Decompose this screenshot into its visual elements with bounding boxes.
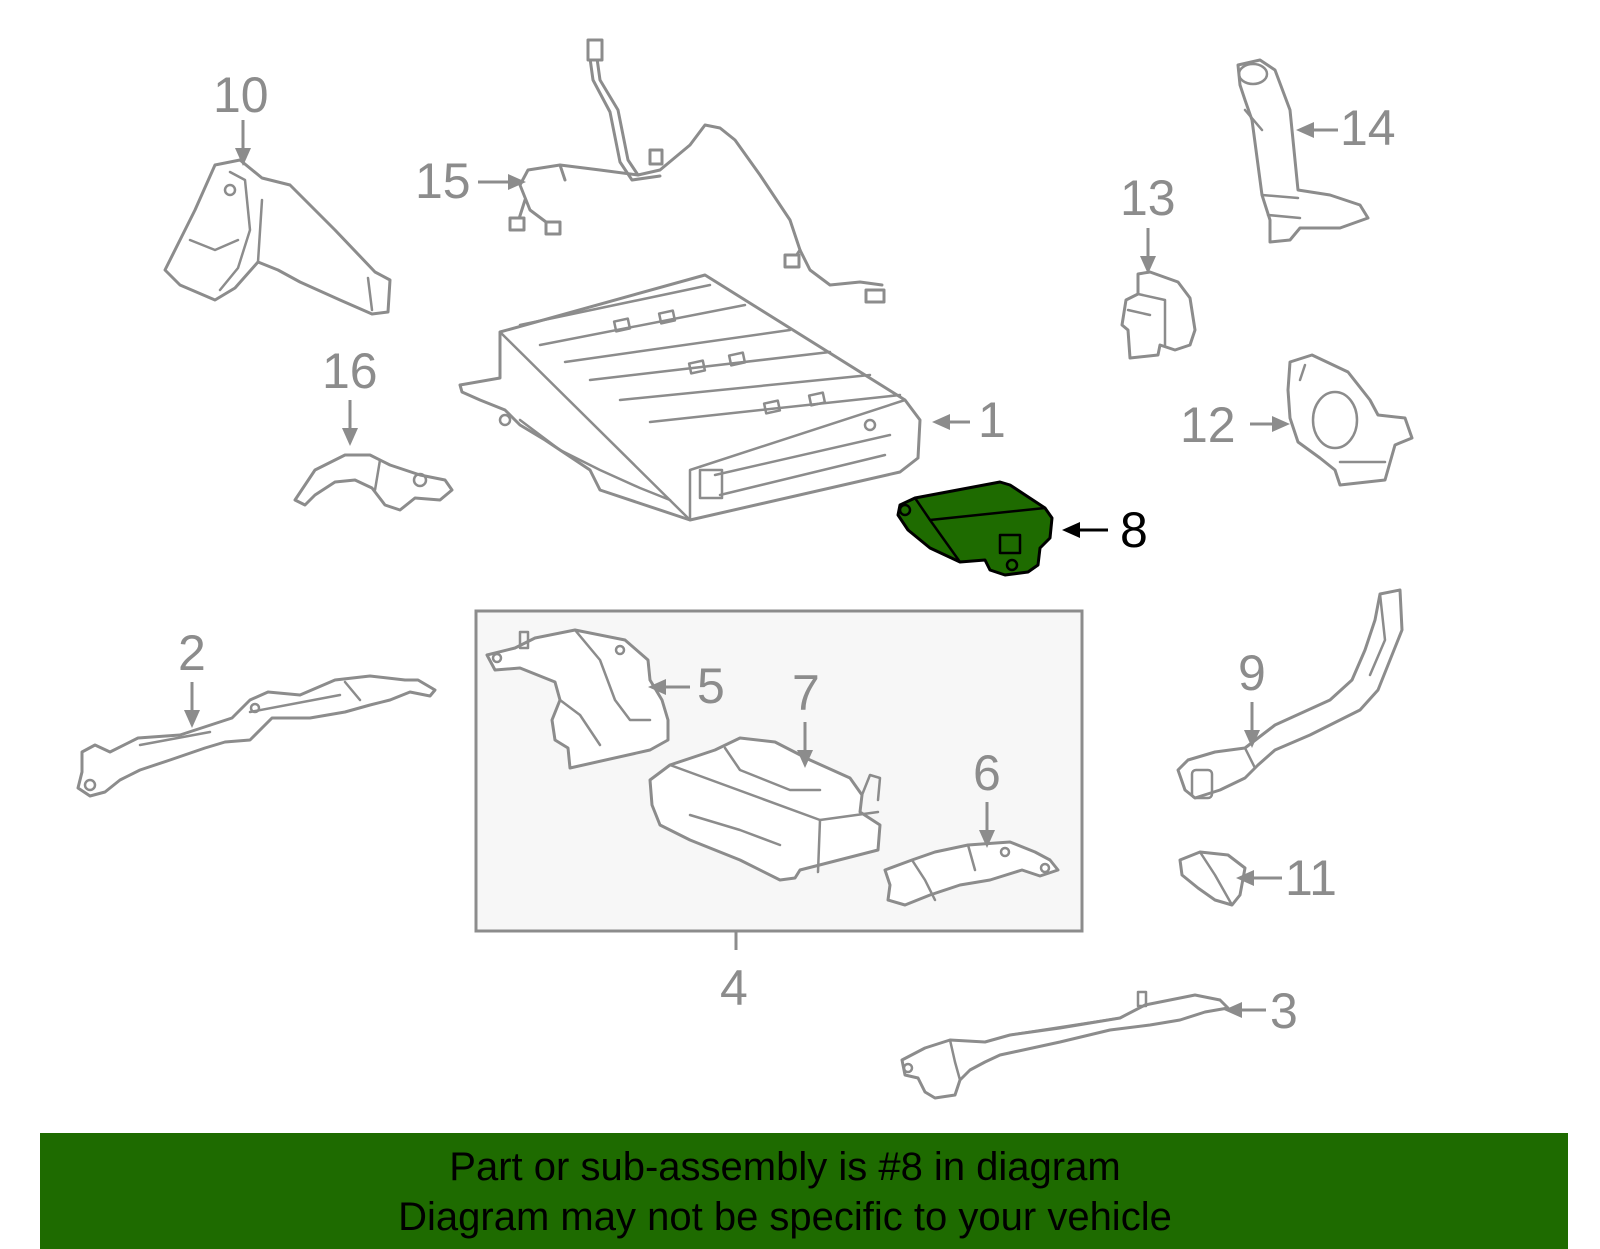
- banner-line-2: Diagram may not be specific to your vehi…: [398, 1195, 1172, 1239]
- callout-5: 5: [697, 658, 725, 714]
- part-6-bracket[interactable]: [883, 840, 1060, 907]
- callout-4: 4: [720, 960, 748, 1016]
- callout-10: 10: [213, 67, 269, 123]
- part-14-intake-duct[interactable]: [1236, 58, 1370, 244]
- part-5-bracket[interactable]: [485, 628, 670, 770]
- callout-15: 15: [415, 153, 471, 209]
- part-2-bracket[interactable]: [76, 674, 437, 798]
- part-16-hose[interactable]: [293, 453, 454, 512]
- part-3-bracket[interactable]: [900, 990, 1230, 1100]
- part-1-battery-pack[interactable]: [458, 273, 922, 522]
- part-10-duct[interactable]: [163, 158, 392, 316]
- part-15-wire-harness[interactable]: [508, 38, 886, 304]
- callout-9: 9: [1238, 645, 1266, 701]
- part-13-bracket[interactable]: [1120, 270, 1197, 360]
- callout-8: 8: [1120, 502, 1148, 558]
- callout-1: 1: [978, 392, 1006, 448]
- part-8-control-module[interactable]: [896, 480, 1054, 577]
- callout-14: 14: [1340, 100, 1396, 156]
- callout-12: 12: [1180, 397, 1236, 453]
- callout-7: 7: [792, 665, 820, 721]
- banner-line-1: Part or sub-assembly is #8 in diagram: [449, 1145, 1121, 1189]
- callout-13: 13: [1120, 170, 1176, 226]
- callout-11: 11: [1285, 850, 1337, 906]
- callout-6: 6: [973, 745, 1001, 801]
- info-banner: Part or sub-assembly is #8 in diagram Di…: [40, 1133, 1568, 1249]
- part-11-cap[interactable]: [1178, 850, 1247, 907]
- callout-3: 3: [1270, 983, 1298, 1039]
- part-7-tray[interactable]: [648, 736, 882, 882]
- callout-16: 16: [322, 343, 378, 399]
- callout-2: 2: [178, 625, 206, 681]
- part-12-blower[interactable]: [1286, 353, 1414, 487]
- part-9-duct[interactable]: [1176, 588, 1404, 800]
